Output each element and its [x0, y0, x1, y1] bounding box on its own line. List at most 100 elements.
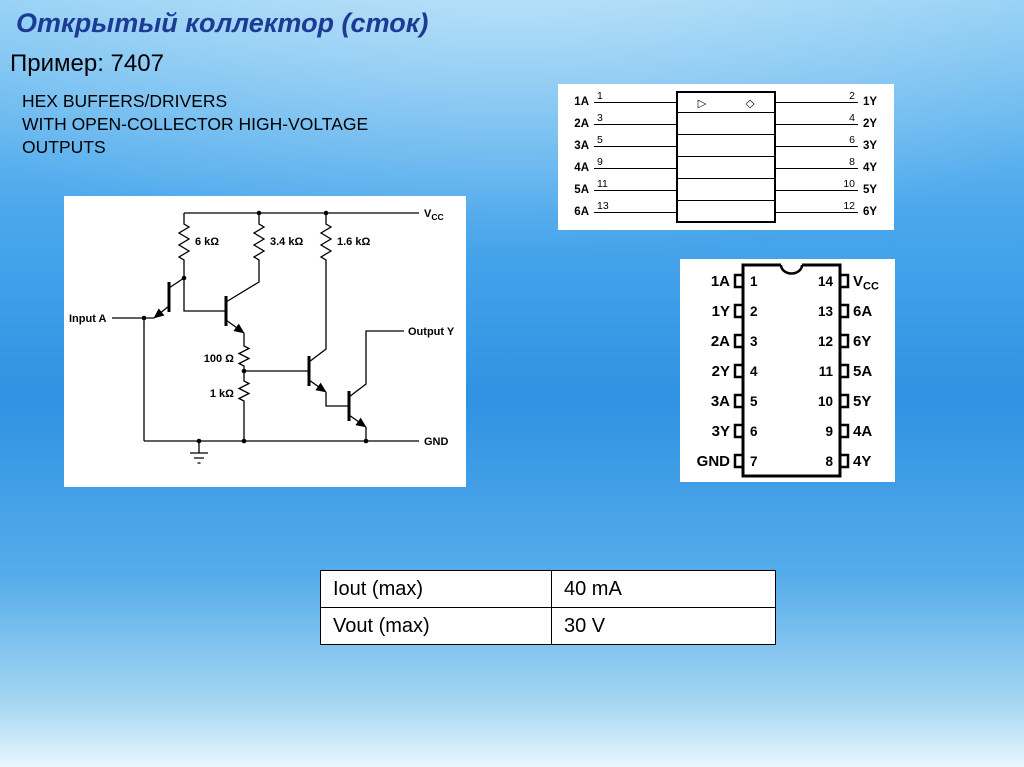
- buffer-row: 5A 11 10 5Y: [566, 178, 886, 201]
- pin-number: 6: [750, 424, 758, 439]
- param-name-cell: Vout (max): [320, 607, 552, 645]
- description-line: WITH OPEN-COLLECTOR HIGH-VOLTAGE: [22, 113, 369, 134]
- q3-to-q4-wire: [325, 392, 349, 407]
- transistor-q3-emitter: [308, 379, 327, 393]
- table-row: Iout (max) 40 mA: [320, 570, 776, 608]
- output-label: 1Y: [863, 96, 878, 108]
- output-pin-number: 10: [843, 178, 855, 190]
- transistor-q3-collector: [308, 266, 327, 363]
- pin-number: 14: [818, 274, 834, 289]
- pin-stubs: [733, 273, 850, 469]
- pin-label: 3A: [711, 393, 730, 410]
- pin-number: 12: [818, 334, 833, 349]
- output-wire: 2: [776, 90, 858, 113]
- output-label: 2Y: [863, 118, 878, 130]
- resistor-r1: [177, 213, 191, 278]
- pin-label: 1Y: [712, 303, 730, 320]
- input-a-label: Input A: [69, 313, 107, 325]
- output-pin-number: 2: [849, 90, 855, 102]
- ground-symbol: [190, 441, 208, 464]
- output-wire: 12: [776, 200, 858, 223]
- buffer-cell: [676, 157, 776, 179]
- resistor-r2-label: 3.4 kΩ: [270, 236, 303, 248]
- output-y-label: Output Y: [408, 326, 455, 338]
- slide-subtitle: Пример: 7407: [10, 50, 164, 77]
- resistor-r3-label: 1.6 kΩ: [337, 236, 370, 248]
- resistor-r4: [237, 333, 251, 371]
- pin-label: 5A: [853, 363, 872, 380]
- buffer-triangle-icon: ▷: [697, 97, 707, 110]
- output-label: 4Y: [863, 162, 878, 174]
- dip-pinout-diagram: 1A 1Y 2A 2Y 3A 3Y GND VCC 6A 6Y 5A 5Y 4A…: [697, 262, 879, 478]
- pin-label: 2A: [711, 333, 730, 350]
- input-pin-number: 11: [597, 178, 608, 190]
- pin-number: 8: [825, 454, 833, 469]
- transistor-q4-emitter: [348, 414, 367, 428]
- input-pin-number: 1: [597, 90, 603, 102]
- output-pin-number: 8: [849, 156, 855, 168]
- input-label: 5A: [574, 184, 589, 196]
- buffer-cell: ▷ ◇: [676, 91, 776, 113]
- table-row: Vout (max) 30 V: [320, 607, 776, 645]
- pin-number: 4: [750, 364, 758, 379]
- description-line: HEX BUFFERS/DRIVERS: [22, 91, 228, 111]
- output-pin-number: 4: [849, 112, 855, 124]
- buffer-cell: [676, 135, 776, 157]
- pin-label: GND: [697, 453, 731, 470]
- pin-number: 3: [750, 334, 758, 349]
- chip-description: HEX BUFFERS/DRIVERS WITH OPEN-COLLECTOR …: [22, 90, 368, 158]
- input-label: 2A: [574, 118, 589, 130]
- transistor-schematic: VCC 6 kΩ 3.4 kΩ 1.6 kΩ Input A 100 Ω 1 k…: [69, 208, 455, 464]
- open-collector-icon: ◇: [745, 97, 755, 110]
- buffer-row: 1A 1 ▷ ◇ 2 1Y: [566, 90, 886, 113]
- pin-label: 6Y: [853, 333, 871, 350]
- transistor-schematic-panel: VCC 6 kΩ 3.4 kΩ 1.6 kΩ Input A 100 Ω 1 k…: [64, 196, 466, 487]
- ic-body: [741, 263, 842, 478]
- buffer-cell: [676, 113, 776, 135]
- pin-label: 4Y: [853, 453, 871, 470]
- output-pin-number: 12: [843, 200, 855, 212]
- pin-number: 10: [818, 394, 833, 409]
- buffer-row: 2A 3 4 2Y: [566, 112, 886, 135]
- pin-number: 13: [818, 304, 834, 319]
- input-wire: 5: [594, 134, 676, 157]
- input-pin-number: 9: [597, 156, 603, 168]
- input-pin-number: 5: [597, 134, 603, 146]
- pin-number: 2: [750, 304, 758, 319]
- resistor-r1-label: 6 kΩ: [195, 236, 219, 248]
- pin-label-vcc: VCC: [853, 273, 879, 293]
- dip-pinout-panel: 1A 1Y 2A 2Y 3A 3Y GND VCC 6A 6Y 5A 5Y 4A…: [680, 259, 895, 482]
- logic-diagram-panel: 1A 1 ▷ ◇ 2 1Y 2A 3 4 2Y 3A 5 6 3Y 4A 9: [558, 84, 894, 230]
- pin-label: 2Y: [712, 363, 730, 380]
- resistor-r3: [319, 213, 333, 266]
- input-wire: 1: [594, 90, 676, 113]
- output-label: 6Y: [863, 206, 878, 218]
- q1-to-q2-wire: [183, 278, 226, 312]
- buffer-row: 6A 13 12 6Y: [566, 200, 886, 223]
- buffer-cell: [676, 201, 776, 223]
- pin-number: 9: [825, 424, 833, 439]
- input-wire: 3: [594, 112, 676, 135]
- pin-number: 5: [750, 394, 758, 409]
- gnd-label: GND: [424, 436, 449, 448]
- input-label: 6A: [574, 206, 589, 218]
- pin-label: 1A: [711, 273, 730, 290]
- index-notch-icon: [779, 264, 804, 275]
- buffer-row: 3A 5 6 3Y: [566, 134, 886, 157]
- input-label: 1A: [574, 96, 589, 108]
- transistor-q1-collector: [168, 277, 185, 289]
- input-pin-number: 13: [597, 200, 609, 212]
- pin-label: 3Y: [712, 423, 730, 440]
- output-wire: 10: [776, 178, 858, 201]
- input-wire: 11: [594, 178, 676, 201]
- junction-dots: [141, 210, 369, 444]
- transistor-q2-emitter: [225, 319, 245, 334]
- description-line: OUTPUTS: [22, 136, 106, 157]
- output-wire: 4: [776, 112, 858, 135]
- output-label: 5Y: [863, 184, 878, 196]
- pin-label: 4A: [853, 423, 872, 440]
- output-wire: 8: [776, 156, 858, 179]
- transistor-q1-emitter: [153, 305, 170, 319]
- output-label: 3Y: [863, 140, 878, 152]
- transistor-q2-collector: [225, 266, 260, 303]
